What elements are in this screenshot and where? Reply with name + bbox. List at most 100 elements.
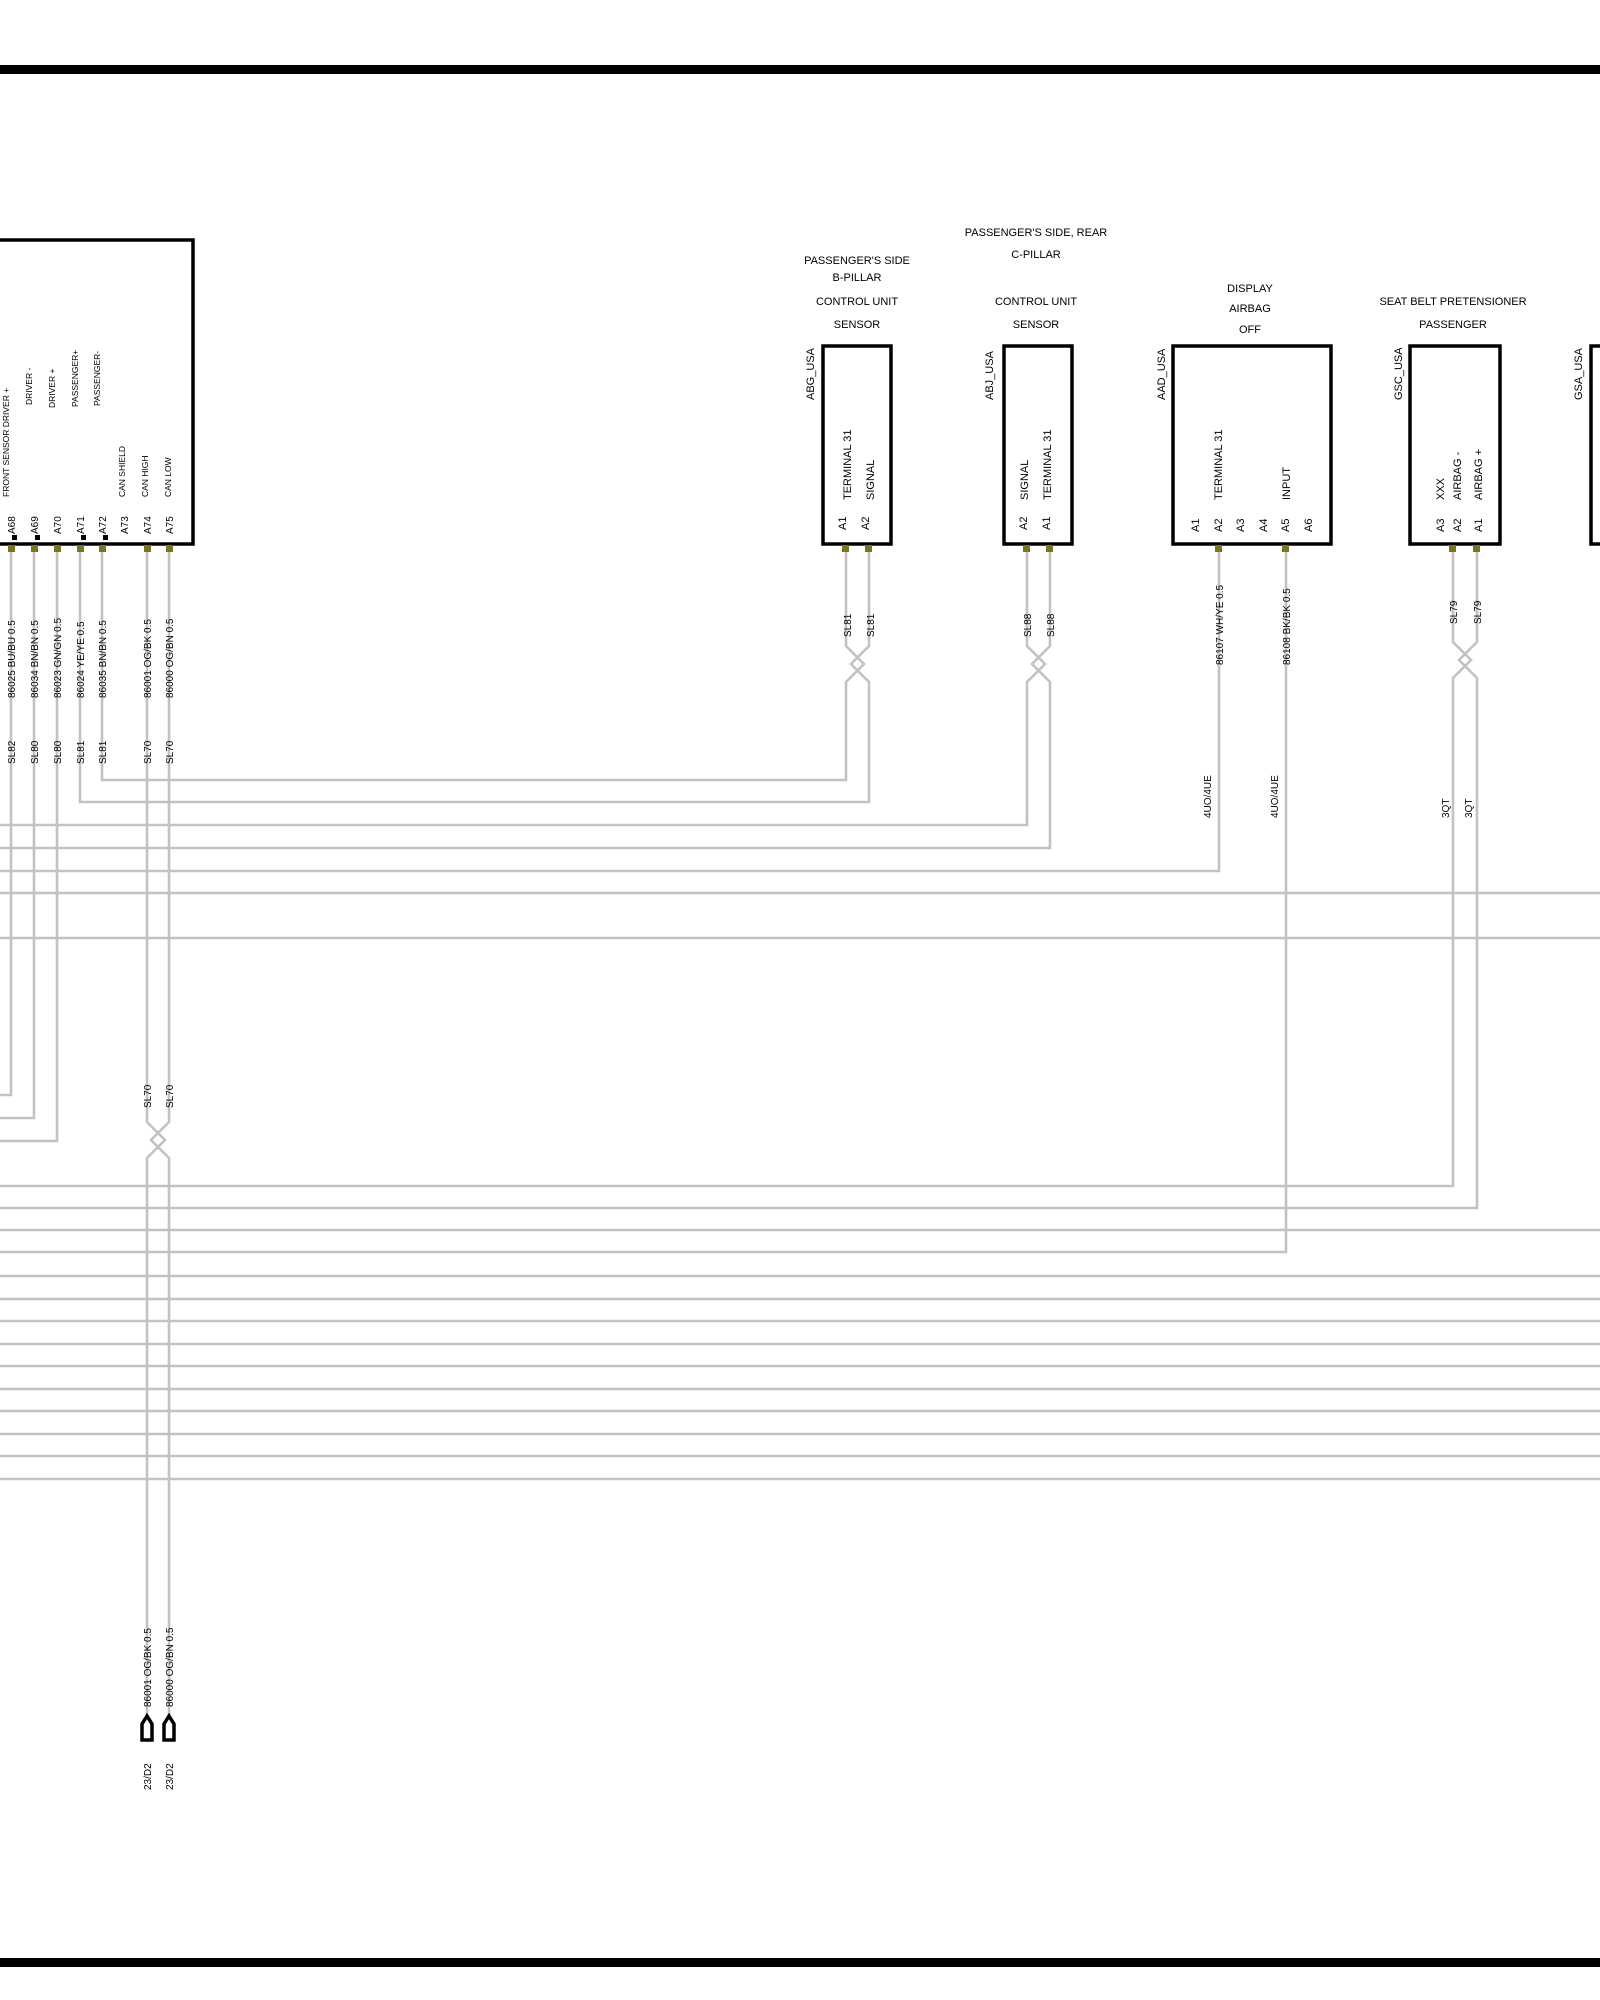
- wire-label-a71: 86024 YE/YE 0.5: [76, 621, 87, 698]
- aad-title-line-3: OFF: [1239, 324, 1261, 336]
- pin-terminal-a71: [77, 545, 84, 552]
- wire-aad-terminal31: [0, 548, 1221, 873]
- pin-label-a72: A72: [98, 516, 109, 534]
- aad-option-code-1: 4UO/4UE: [1203, 775, 1214, 818]
- can-connectors: [140, 1712, 176, 1742]
- gsc-function-airbag-plus: AIRBAG +: [1473, 449, 1485, 500]
- gsc-box: [1408, 344, 1502, 546]
- wire-label-a70: 86023 GN/GN 0.5: [53, 618, 64, 698]
- top-border-bar: [0, 65, 1600, 74]
- abg-pin-labels: A1 A2: [837, 517, 872, 530]
- wires: [0, 548, 1600, 1720]
- gsc-title-line-2: PASSENGER: [1419, 319, 1487, 331]
- wire-a72-to-abg-terminal31: [100, 548, 866, 782]
- pin-label-a68: A68: [7, 516, 18, 534]
- wire-abj-terminal31: [0, 548, 1052, 850]
- pin-label-a75: A75: [165, 516, 176, 534]
- abj-function-terminal31: TERMINAL 31: [1042, 429, 1054, 500]
- component-abj-usa: PASSENGER'S SIDE, REAR C-PILLAR CONTROL …: [965, 227, 1108, 637]
- control-unit-function-labels: FRONT SENSOR DRIVER + DRIVER - DRIVER + …: [1, 350, 173, 497]
- abg-title-line-1: PASSENGER'S SIDE: [804, 255, 910, 267]
- aad-wire-labels: 86107 WH/YE 0.5 86108 BK/BK 0.5: [1215, 585, 1293, 665]
- abj-title-line-3: CONTROL UNIT: [995, 296, 1077, 308]
- abg-wire-label-2: SL81: [866, 613, 877, 637]
- aad-option-codes: 4UO/4UE 4UO/4UE: [1203, 775, 1281, 818]
- wire-gsc-a3: [0, 548, 1473, 1188]
- abg-pin-a2: A2: [860, 517, 872, 530]
- wire-a69: [0, 548, 36, 1120]
- wire-label-a75: 86000 OG/BN 0.5: [165, 618, 176, 698]
- pin-label-a71: A71: [76, 516, 87, 534]
- gsc-option-codes: 3QT 3QT: [1441, 799, 1475, 818]
- can-splice-labels: SL70 SL70: [143, 1084, 176, 1108]
- gsc-option-code-2: 3QT: [1464, 799, 1475, 818]
- gsc-terminal-a3: [1449, 545, 1456, 552]
- abg-pin-a1: A1: [837, 517, 849, 530]
- aad-wire-label-2: 86108 BK/BK 0.5: [1282, 588, 1293, 665]
- gsc-terminal-a1: [1473, 545, 1480, 552]
- abj-wire-label-1: SL88: [1023, 613, 1034, 637]
- aad-pin-a4: A4: [1258, 519, 1270, 532]
- wire-a71-to-abg-signal: [78, 548, 871, 804]
- abg-terminal-a2: [865, 545, 872, 552]
- wire-label-a72: 86035 BN/BN 0.5: [98, 620, 109, 698]
- can-splice-label-high: SL70: [143, 1084, 154, 1108]
- aad-pin-labels: A1 A2 A3 A4 A5 A6: [1190, 519, 1315, 532]
- abj-terminal-a2: [1023, 545, 1030, 552]
- aad-id-label: AAD_USA: [1156, 348, 1168, 400]
- abg-terminal-a1: [842, 545, 849, 552]
- wire-label-a68: 86025 BU/BU 0.5: [7, 620, 18, 698]
- abg-title-line-3: CONTROL UNIT: [816, 296, 898, 308]
- pin-label-a74: A74: [143, 516, 154, 534]
- aad-wire-label-1: 86107 WH/YE 0.5: [1215, 585, 1226, 665]
- pin-terminal-a74: [144, 545, 151, 552]
- abj-title: PASSENGER'S SIDE, REAR C-PILLAR CONTROL …: [965, 227, 1108, 331]
- gsc-function-labels: XXX AIRBAG - AIRBAG +: [1435, 449, 1485, 500]
- abj-wire-labels: SL88 SL88: [1023, 613, 1057, 637]
- wire-can-low: [149, 548, 171, 1720]
- pin-terminal-a72: [99, 545, 106, 552]
- gsc-pin-a2: A2: [1452, 519, 1464, 532]
- abj-title-line-4: SENSOR: [1013, 319, 1060, 331]
- aad-function-labels: TERMINAL 31 INPUT: [1213, 429, 1293, 500]
- aad-function-terminal31: TERMINAL 31: [1213, 429, 1225, 500]
- abj-pin-a1: A1: [1041, 517, 1053, 530]
- splice-label-a71: SL81: [76, 740, 87, 764]
- pin-terminal-a70: [54, 545, 61, 552]
- component-gsa-usa: GSA_USA: [1573, 344, 1600, 546]
- abj-terminal-a1: [1046, 545, 1053, 552]
- gsa-box-edge: [1589, 344, 1600, 546]
- wire-abj-signal: [0, 548, 1047, 827]
- function-label-driver-minus: DRIVER -: [24, 368, 34, 405]
- abj-box: [1002, 344, 1074, 546]
- abg-title-line-4: SENSOR: [834, 319, 881, 331]
- control-unit-pin-markers: [8, 535, 173, 552]
- abg-wire-label-1: SL81: [843, 613, 854, 637]
- splice-label-a75: SL70: [165, 740, 176, 764]
- wire-a68: [0, 548, 13, 1097]
- gsa-id-label: GSA_USA: [1573, 347, 1585, 400]
- pin-square-a68: [12, 535, 17, 540]
- function-label-passenger-plus: PASSENGER+: [70, 350, 80, 407]
- connector-symbol-low: [162, 1712, 176, 1742]
- splice-label-a72: SL81: [98, 740, 109, 764]
- abj-wire-label-2: SL88: [1046, 613, 1057, 637]
- can-splice-label-low: SL70: [165, 1084, 176, 1108]
- gsc-pin-a1: A1: [1473, 519, 1485, 532]
- aad-pin-a5: A5: [1280, 519, 1292, 532]
- wire-label-a74: 86001 OG/BK 0.5: [143, 619, 154, 698]
- gsc-pin-a3: A3: [1435, 519, 1447, 532]
- aad-title-line-1: DISPLAY: [1227, 283, 1273, 295]
- aad-pin-a6: A6: [1303, 519, 1315, 532]
- splice-label-a68: SL82: [7, 740, 18, 764]
- component-gsc-usa: SEAT BELT PRETENSIONER PASSENGER GSC_USA…: [1379, 296, 1526, 818]
- bottom-border-bar: [0, 1958, 1600, 1967]
- pin-square-a69: [35, 535, 40, 540]
- connector-wire-label-high: 86001 OG/BK 0.5: [143, 1628, 154, 1707]
- gsc-option-code-1: 3QT: [1441, 799, 1452, 818]
- aad-title-line-2: AIRBAG: [1229, 303, 1271, 315]
- control-unit-wire-labels: 86025 BU/BU 0.5 86034 BN/BN 0.5 86023 GN…: [7, 618, 176, 698]
- gsc-wire-label-2: SL79: [1473, 600, 1484, 624]
- abg-title-line-2: B-PILLAR: [833, 272, 882, 284]
